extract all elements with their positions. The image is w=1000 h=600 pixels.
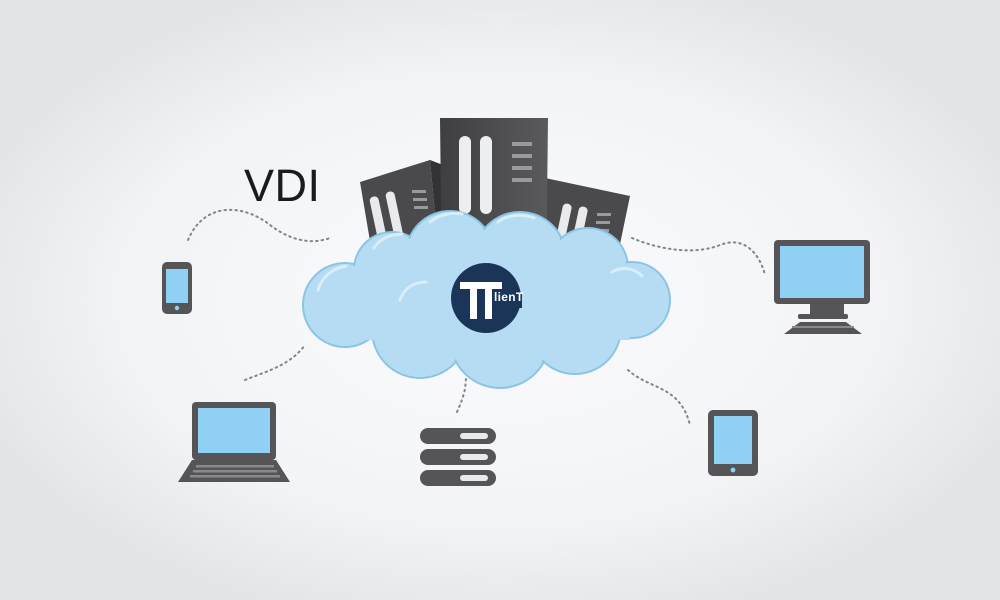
connector-desktop <box>631 237 766 276</box>
cloud-highlights <box>316 211 644 302</box>
desktop-monitor-icon <box>774 240 870 334</box>
connector-smartphone <box>187 208 331 243</box>
tlient-logo <box>451 263 522 333</box>
connector-server-stack <box>456 374 467 413</box>
connectors <box>187 208 766 426</box>
smartphone-icon <box>162 262 192 314</box>
laptop-icon <box>178 402 290 482</box>
tablet-icon <box>708 410 758 476</box>
diagram-title: VDI <box>244 160 321 211</box>
connector-tablet <box>627 369 691 426</box>
connector-laptop <box>244 344 306 381</box>
tlient-logo-text: lienT <box>494 290 524 304</box>
server-stack-icon <box>420 428 496 486</box>
